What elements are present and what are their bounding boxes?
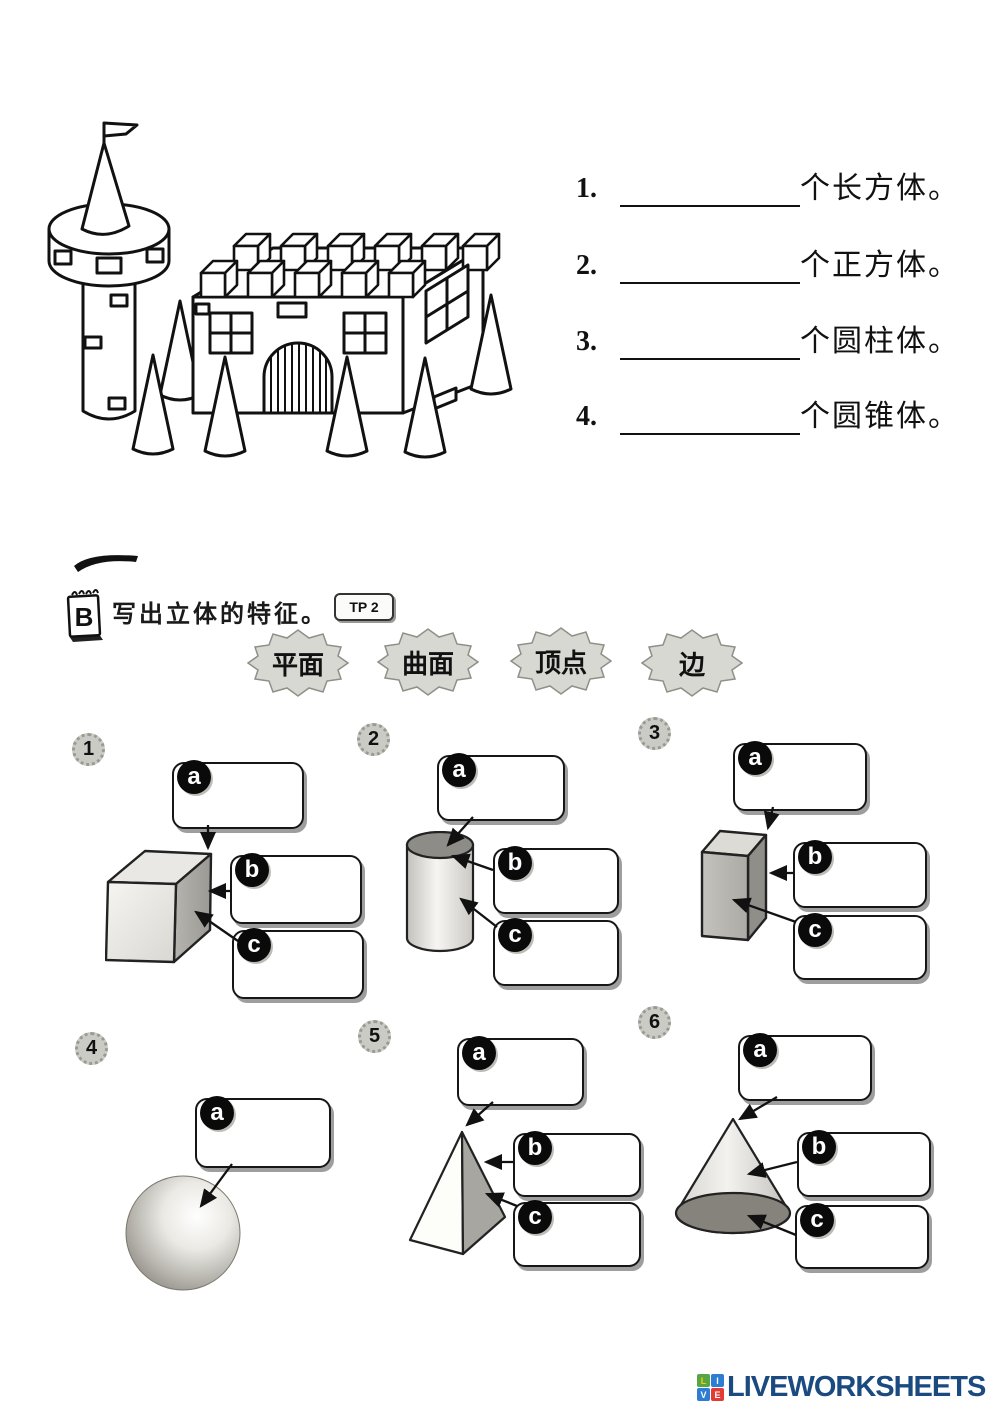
word-bank-item[interactable]: 顶点 [509, 626, 613, 696]
answer-blank-1[interactable] [620, 171, 800, 207]
question-text: 个圆柱体。 [800, 324, 960, 359]
label-badge-b: b [235, 853, 269, 887]
answer-box-c[interactable]: c [493, 918, 619, 986]
word-bank-item[interactable]: 曲面 [376, 627, 480, 697]
label-badge-c: c [498, 918, 532, 952]
answer-blank-4[interactable] [620, 399, 800, 435]
exercise-number: 3 [648, 722, 661, 744]
answer-box-a[interactable]: a [738, 1033, 872, 1101]
question-row-2: 2. 个正方体。 [576, 240, 960, 284]
section-b-title: 写出立体的特征。 [112, 601, 328, 628]
cuboid-shape [700, 828, 768, 951]
answer-box-a[interactable]: a [733, 741, 867, 811]
answer-box-c[interactable]: c [232, 928, 364, 999]
label-badge-b: b [798, 840, 832, 874]
exercise-5: 5 a b c [350, 1015, 641, 1315]
liveworksheets-logo[interactable]: L I V E LIVEWORKSHEETS [697, 1371, 986, 1404]
tp-badge: TP 2 [334, 593, 394, 621]
question-number: 4. [576, 401, 597, 432]
sphere-shape [123, 1173, 243, 1298]
exercise-number-badge: 3 [638, 717, 671, 750]
logo-tile: V [697, 1388, 710, 1401]
exercise-number-badge: 1 [72, 733, 105, 766]
label-badge-b: b [498, 846, 532, 880]
label-badge-a: a [738, 741, 772, 775]
word-bank-label: 平面 [271, 650, 324, 681]
label-badge-a: a [200, 1096, 234, 1130]
answer-box-a[interactable]: a [172, 760, 304, 829]
label-badge-c: c [237, 928, 271, 962]
cone-shape [673, 1115, 793, 1242]
exercise-number: 5 [368, 1025, 381, 1047]
question-number: 2. [576, 250, 597, 281]
label-badge-b: b [802, 1130, 836, 1164]
exercise-number: 4 [85, 1037, 98, 1059]
logo-tile: I [711, 1374, 724, 1387]
word-bank-label: 曲面 [401, 649, 454, 680]
label-badge-c: c [518, 1200, 552, 1234]
exercise-number-badge: 6 [638, 1006, 671, 1039]
label-badge-a: a [743, 1033, 777, 1067]
exercise-number-badge: 5 [358, 1020, 391, 1053]
word-bank-label: 边 [678, 650, 705, 681]
answer-box-c[interactable]: c [793, 913, 927, 980]
exercise-2: 2 a b c [350, 715, 640, 1005]
label-badge-c: c [800, 1203, 834, 1237]
logo-text: LIVEWORKSHEETS [727, 1371, 986, 1403]
cube-shape [104, 848, 215, 971]
answer-box-a[interactable]: a [195, 1096, 331, 1168]
exercise-4: 4 a [60, 1015, 370, 1315]
question-number: 3. [576, 326, 597, 357]
answer-box-b[interactable]: b [230, 853, 362, 924]
answer-blank-2[interactable] [620, 248, 800, 284]
notepad-icon: B [66, 589, 103, 642]
exercise-number-badge: 4 [75, 1032, 108, 1065]
answer-box-b[interactable]: b [493, 846, 619, 914]
label-badge-a: a [442, 753, 476, 787]
castle-illustration [47, 121, 513, 459]
word-bank-label: 顶点 [534, 648, 587, 679]
answer-box-a[interactable]: a [457, 1036, 584, 1106]
cylinder-shape [405, 830, 475, 958]
answer-box-c[interactable]: c [513, 1200, 641, 1267]
exercise-number: 6 [648, 1011, 661, 1033]
exercise-1: 1 a b c [60, 715, 370, 1005]
word-bank-item[interactable]: 边 [640, 628, 744, 698]
label-badge-c: c [798, 913, 832, 947]
exercise-6: 6 a b c [630, 1005, 950, 1305]
section-label: B [75, 602, 94, 632]
answer-box-a[interactable]: a [437, 753, 565, 821]
question-number: 1. [576, 173, 597, 204]
question-row-1: 1. 个长方体。 [576, 163, 960, 207]
exercise-number: 2 [367, 728, 380, 750]
question-row-4: 4. 个圆锥体。 [576, 391, 960, 435]
exercise-number-badge: 2 [357, 723, 390, 756]
answer-box-b[interactable]: b [793, 840, 927, 908]
pyramid-shape [408, 1128, 508, 1265]
exercise-number: 1 [82, 738, 95, 760]
answer-box-c[interactable]: c [795, 1203, 929, 1269]
answer-blank-3[interactable] [620, 324, 800, 360]
label-badge-a: a [462, 1036, 496, 1070]
logo-tile: L [697, 1374, 710, 1387]
question-text: 个圆锥体。 [800, 399, 960, 434]
label-badge-a: a [177, 760, 211, 794]
question-row-3: 3. 个圆柱体。 [576, 316, 960, 360]
answer-box-b[interactable]: b [513, 1131, 641, 1197]
question-text: 个正方体。 [800, 248, 960, 283]
label-badge-b: b [518, 1131, 552, 1165]
divider-swoosh [74, 555, 138, 572]
question-text: 个长方体。 [800, 171, 960, 206]
logo-tiles-icon: L I V E [697, 1374, 724, 1401]
word-bank-item[interactable]: 平面 [246, 628, 350, 698]
exercise-3: 3 a b c [630, 710, 950, 1000]
logo-tile: E [711, 1388, 724, 1401]
answer-box-b[interactable]: b [797, 1130, 931, 1197]
